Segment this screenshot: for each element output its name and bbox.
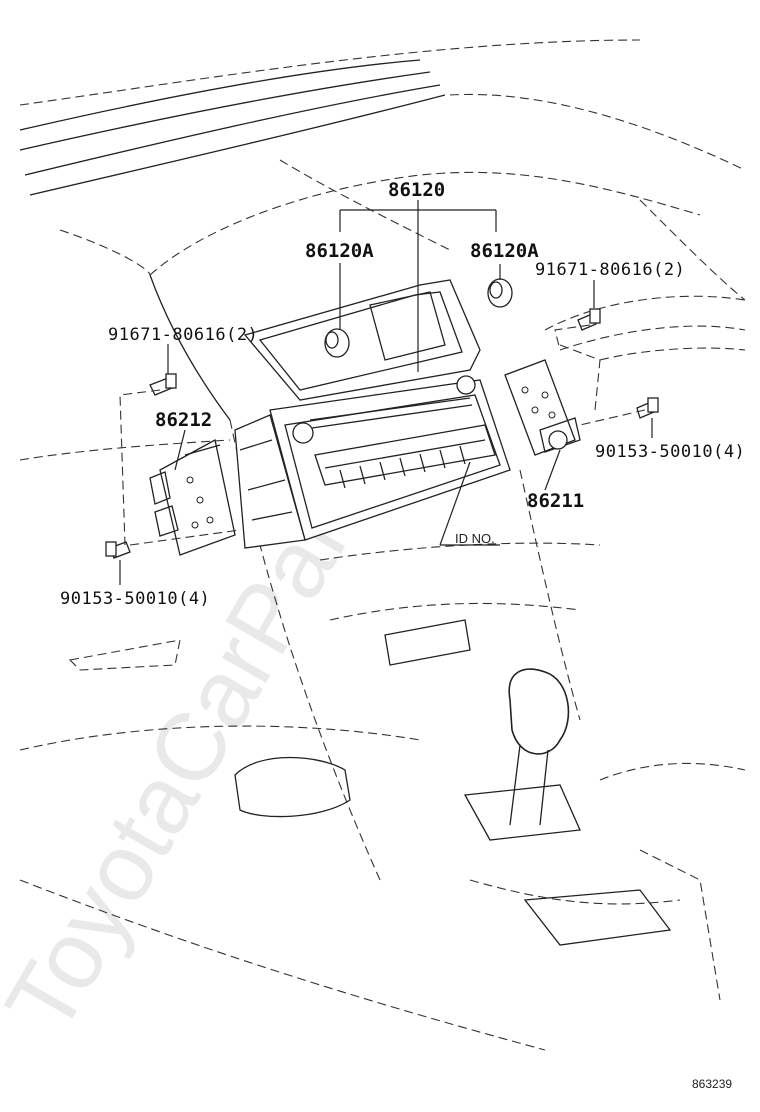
gear-shift <box>463 668 581 841</box>
head-unit <box>234 375 511 549</box>
label-90153-50010-left: 90153-50010(4) <box>60 589 210 609</box>
lower-console <box>19 639 746 1051</box>
bolt-left <box>105 541 131 559</box>
diagram-number: 863239 <box>692 1077 732 1091</box>
knob-right <box>487 278 513 308</box>
bolt-right <box>636 397 659 419</box>
screw-top-left <box>149 373 177 396</box>
label-86120a-right: 86120A <box>470 240 539 262</box>
label-86212: 86212 <box>155 409 212 431</box>
label-86211: 86211 <box>527 490 584 512</box>
label-id-no: ID NO. <box>455 531 495 546</box>
bracket-right <box>504 359 581 456</box>
mounting-lines <box>119 324 646 546</box>
label-86120: 86120 <box>388 179 445 201</box>
leader-lines <box>119 200 653 585</box>
label-90153-50010-right: 90153-50010(4) <box>595 442 745 462</box>
label-91671-80616-left: 91671-80616(2) <box>108 325 258 345</box>
knob-left <box>324 328 350 358</box>
dashboard-outline <box>19 39 746 461</box>
bracket-left <box>149 439 236 556</box>
label-86120a-left: 86120A <box>305 240 374 262</box>
label-91671-80616-right: 91671-80616(2) <box>535 260 685 280</box>
